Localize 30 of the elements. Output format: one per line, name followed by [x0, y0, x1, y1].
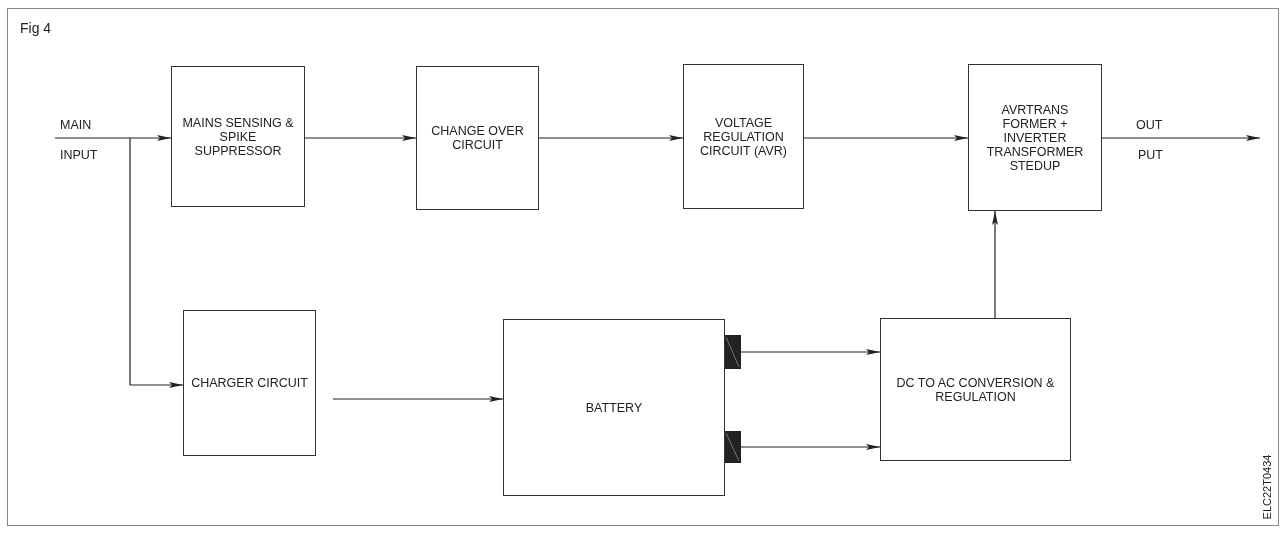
block-label: AVRTRANS FORMER + INVERTER TRANSFORMER STEDUP [985, 102, 1085, 173]
figure-title: Fig 4 [20, 20, 52, 36]
process-box [683, 64, 804, 209]
signal-label: INPUT [60, 148, 98, 162]
arrow [304, 135, 417, 141]
signal-label: MAIN [60, 118, 92, 132]
arrow [740, 444, 881, 450]
arrow [740, 349, 881, 355]
block-label: BATTERY [585, 400, 643, 415]
process-box [183, 310, 316, 456]
arrow [332, 396, 504, 402]
process-box [416, 66, 539, 210]
process-box [968, 64, 1102, 211]
block-label: CHANGE OVER CIRCUIT [430, 124, 525, 152]
battery-box [503, 319, 725, 496]
block-label: VOLTAGE REGULATION CIRCUIT (AVR) [698, 115, 788, 158]
block-label: DC TO AC CONVERSION & REGULATION [895, 375, 1056, 404]
signal-label: PUT [1138, 148, 1163, 162]
signal-label: OUT [1136, 118, 1163, 132]
arrow [992, 210, 998, 319]
arrow [129, 137, 184, 388]
process-box [171, 66, 305, 207]
block-label: MAINS SENSING & SPIKE SUPPRESSOR [181, 115, 295, 158]
block-label: CHARGER CIRCUIT [191, 376, 308, 390]
process-box [880, 318, 1071, 461]
arrow [803, 135, 969, 141]
figure-code: ELC22T0434 [1260, 454, 1275, 520]
arrow [54, 135, 172, 141]
arrow [1101, 135, 1261, 141]
arrow [538, 135, 684, 141]
